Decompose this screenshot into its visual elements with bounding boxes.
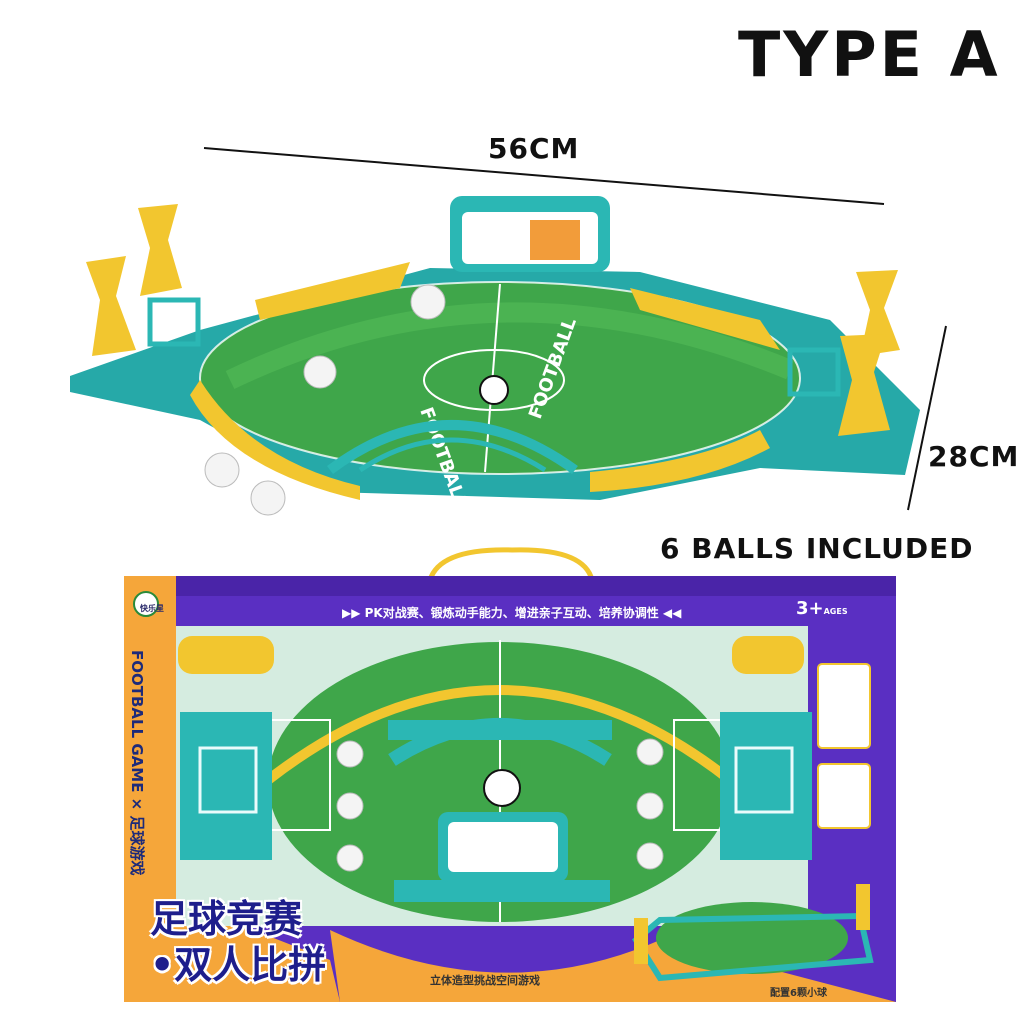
balls-included-label: 6 BALLS INCLUDED <box>660 532 974 565</box>
length-dimension-line <box>203 147 885 205</box>
length-label: 56CM <box>488 132 580 165</box>
product-package-box <box>124 547 896 1002</box>
type-title: TYPE A <box>738 18 1001 91</box>
package-bottom-caption: 立体造型挑战空间游戏 <box>430 974 540 987</box>
football-table-product: FOOTBALL FOOTBALL <box>70 196 920 516</box>
side-label: FOOTBALL GAME × 足球游戏 <box>128 650 146 876</box>
width-label: 28CM <box>928 440 1020 473</box>
age-value: 3+ <box>796 598 824 619</box>
package-tagline: ▶▶ PK对战赛、锻炼动手能力、增进亲子互动、培养协调性 ◀◀ <box>342 606 682 620</box>
brand-logo-text: 快乐星 <box>140 604 164 613</box>
package-included-note: 配置6颗小球 <box>770 988 827 999</box>
age-rating: 3+AGES <box>796 598 848 619</box>
package-title-line2: •双人比拼 <box>150 943 327 987</box>
width-dimension-line <box>907 325 947 511</box>
package-title-line1: 足球竞赛 <box>150 897 303 941</box>
age-unit: AGES <box>823 607 848 616</box>
